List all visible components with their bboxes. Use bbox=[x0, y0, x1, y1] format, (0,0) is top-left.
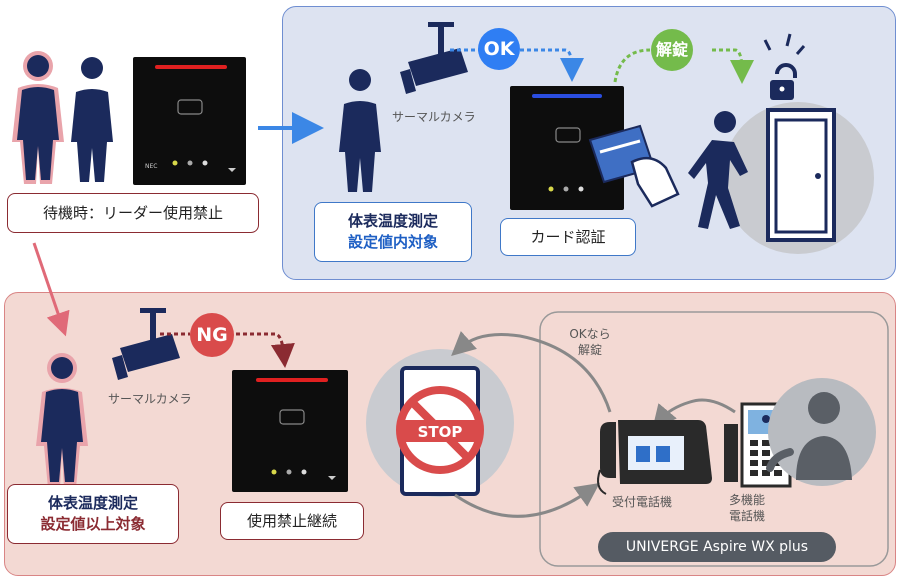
phone-system-box bbox=[539, 311, 889, 567]
temp-ok-line2: 設定値内対象 bbox=[347, 233, 438, 251]
product-name-text: UNIVERGE Aspire WX plus bbox=[625, 539, 809, 555]
door-icon bbox=[766, 108, 836, 242]
multi-phone-label: 多機能 電話機 bbox=[722, 492, 772, 524]
visitor-person-icon bbox=[766, 378, 876, 486]
temp-ok-line1: 体表温度測定 bbox=[347, 212, 438, 230]
reception-phone-icon bbox=[597, 420, 712, 495]
card-auth-text: カード認証 bbox=[530, 228, 606, 246]
temp-ng-line2: 設定値以上対象 bbox=[40, 515, 146, 533]
multi-phone-line1: 多機能 bbox=[728, 493, 765, 507]
thermal-camera-icon bbox=[400, 22, 468, 94]
unlock-text: 解錠 bbox=[655, 40, 688, 59]
multi-phone-line2: 電話機 bbox=[728, 509, 765, 523]
standby-label: 待機時：リーダー使用禁止 bbox=[7, 193, 259, 233]
stop-sign-icon: STOP bbox=[396, 366, 484, 496]
temp-ok-label: 体表温度測定 設定値内対象 bbox=[314, 202, 472, 262]
ng-badge: NG bbox=[190, 313, 234, 357]
thermal-camera-label-bottom: サーマルカメラ bbox=[108, 392, 192, 406]
ok-unlock-note: OKなら 解錠 bbox=[560, 326, 620, 358]
thermal-camera-label-top: サーマルカメラ bbox=[392, 110, 476, 124]
walking-person-icon bbox=[688, 111, 748, 229]
ok-badge: OK bbox=[478, 28, 520, 70]
thermal-camera-icon bbox=[112, 308, 180, 380]
ng-arrow bbox=[236, 332, 295, 368]
card-reader-disabled bbox=[232, 370, 348, 492]
waiting-people-icon bbox=[12, 51, 113, 184]
unlock-badge: 解錠 bbox=[651, 29, 693, 71]
card-in-hand-icon bbox=[588, 124, 680, 208]
ok-text: OK bbox=[483, 38, 515, 60]
product-name-badge: UNIVERGE Aspire WX plus bbox=[598, 532, 836, 562]
reader-brand-text: NEC bbox=[145, 163, 157, 170]
unlock-arrow bbox=[712, 48, 754, 84]
card-reader-standby: NEC bbox=[133, 57, 246, 185]
disabled-continue-text: 使用禁止継続 bbox=[246, 512, 337, 530]
ok-unlock-line1: OKなら bbox=[569, 327, 611, 341]
temp-ng-line1: 体表温度測定 bbox=[47, 494, 138, 512]
person-icon bbox=[339, 69, 381, 192]
card-auth-label: カード認証 bbox=[500, 218, 636, 256]
ng-text: NG bbox=[196, 324, 228, 346]
stop-text: STOP bbox=[418, 423, 463, 441]
standby-text: 待機時：リーダー使用禁止 bbox=[42, 204, 223, 222]
unlocked-padlock-icon bbox=[763, 33, 806, 100]
temp-ng-label: 体表温度測定 設定値以上対象 bbox=[7, 484, 179, 544]
reception-phone-label: 受付電話機 bbox=[612, 495, 673, 509]
disabled-continue-label: 使用禁止継続 bbox=[220, 502, 364, 540]
ok-arrow bbox=[520, 48, 584, 82]
ok-unlock-arrow bbox=[451, 331, 612, 413]
call-arrow bbox=[454, 483, 600, 518]
person-fever-icon bbox=[36, 353, 88, 488]
card-reader-active bbox=[510, 86, 624, 210]
ok-unlock-line2: 解錠 bbox=[577, 343, 602, 357]
intercom-arrow bbox=[652, 398, 736, 430]
arrow-to-failure bbox=[32, 242, 70, 337]
